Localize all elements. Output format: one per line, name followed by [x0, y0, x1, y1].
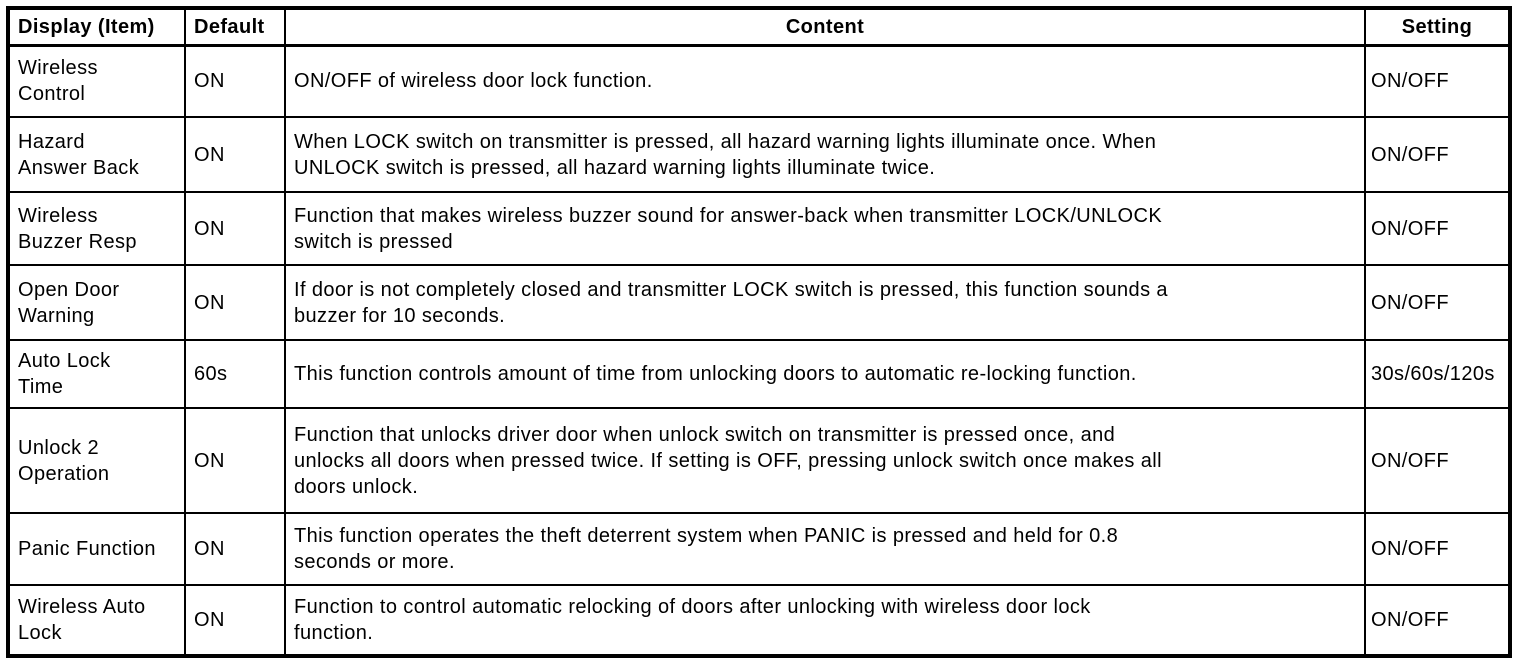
item-cell: Hazard Answer Back	[7, 116, 186, 193]
content-cell: This function operates the theft deterre…	[284, 512, 1366, 586]
table-header: Display (Item) Default Content Setting	[7, 7, 1511, 47]
content-cell: Function that makes wireless buzzer soun…	[284, 191, 1366, 266]
table-row-wireless-control: Wireless Control ON ON/OFF of wireless d…	[7, 44, 1511, 118]
table-row-unlock-2-operation: Unlock 2 Operation ON Function that unlo…	[7, 407, 1511, 514]
default-cell: ON	[184, 116, 286, 193]
item-cell: Unlock 2 Operation	[7, 407, 186, 514]
table-row-panic-function: Panic Function ON This function operates…	[7, 512, 1511, 586]
default-cell: ON	[184, 44, 286, 118]
table-body: Wireless Control ON ON/OFF of wireless d…	[7, 44, 1511, 657]
item-cell: Wireless Control	[7, 44, 186, 118]
default-cell: ON	[184, 407, 286, 514]
default-cell: 60s	[184, 339, 286, 409]
content-cell: Function to control automatic relocking …	[284, 584, 1366, 657]
setting-cell: ON/OFF	[1364, 191, 1511, 266]
item-cell: Open Door Warning	[7, 264, 186, 341]
col-header-display-item: Display (Item)	[7, 7, 186, 47]
table-row-wireless-buzzer-resp: Wireless Buzzer Resp ON Function that ma…	[7, 191, 1511, 266]
content-cell: ON/OFF of wireless door lock function.	[284, 44, 1366, 118]
item-cell: Auto Lock Time	[7, 339, 186, 409]
setting-cell: ON/OFF	[1364, 584, 1511, 657]
setting-cell: ON/OFF	[1364, 512, 1511, 586]
setting-cell: ON/OFF	[1364, 264, 1511, 341]
header-row: Display (Item) Default Content Setting	[7, 7, 1511, 47]
default-cell: ON	[184, 584, 286, 657]
col-header-setting: Setting	[1364, 7, 1511, 47]
item-cell: Wireless Buzzer Resp	[7, 191, 186, 266]
item-cell: Panic Function	[7, 512, 186, 586]
content-cell: Function that unlocks driver door when u…	[284, 407, 1366, 514]
default-cell: ON	[184, 512, 286, 586]
setting-cell: 30s/60s/120s	[1364, 339, 1511, 409]
table-row-hazard-answer-back: Hazard Answer Back ON When LOCK switch o…	[7, 116, 1511, 193]
setting-cell: ON/OFF	[1364, 44, 1511, 118]
wireless-door-lock-settings-table: Display (Item) Default Content Setting W…	[6, 6, 1512, 658]
default-cell: ON	[184, 264, 286, 341]
table-row-wireless-auto-lock: Wireless Auto Lock ON Function to contro…	[7, 584, 1511, 657]
setting-cell: ON/OFF	[1364, 116, 1511, 193]
table-row-auto-lock-time: Auto Lock Time 60s This function control…	[7, 339, 1511, 409]
content-cell: If door is not completely closed and tra…	[284, 264, 1366, 341]
col-header-default: Default	[184, 7, 286, 47]
item-cell: Wireless Auto Lock	[7, 584, 186, 657]
default-cell: ON	[184, 191, 286, 266]
content-cell: This function controls amount of time fr…	[284, 339, 1366, 409]
setting-cell: ON/OFF	[1364, 407, 1511, 514]
table-row-open-door-warning: Open Door Warning ON If door is not comp…	[7, 264, 1511, 341]
col-header-content: Content	[284, 7, 1366, 47]
content-cell: When LOCK switch on transmitter is press…	[284, 116, 1366, 193]
